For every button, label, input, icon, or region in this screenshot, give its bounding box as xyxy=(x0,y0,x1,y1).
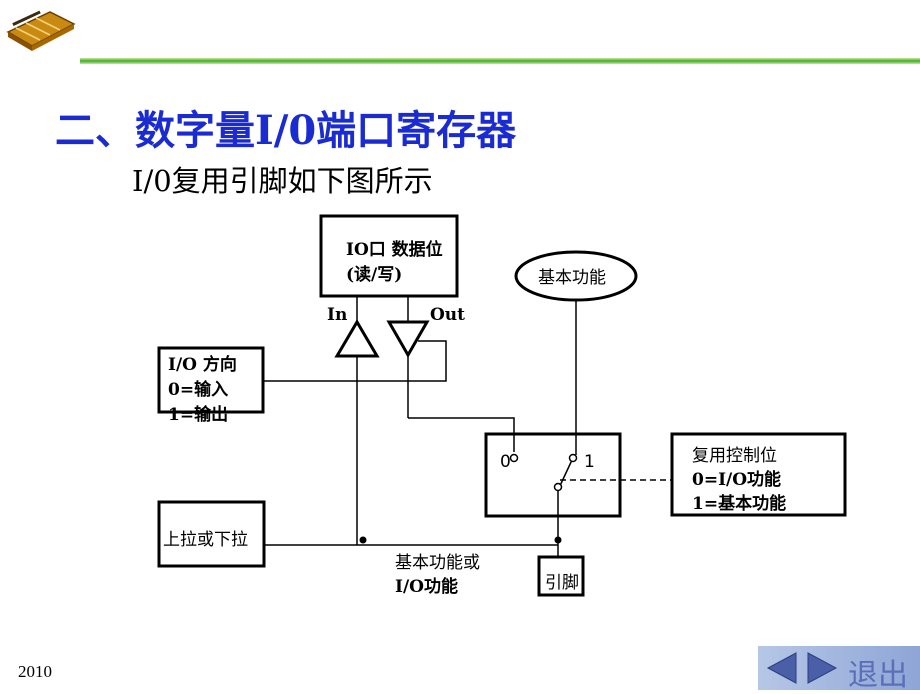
pin-box xyxy=(537,555,585,597)
io-direction-line3: 1=输出 xyxy=(168,404,228,425)
io-direction-line2: 0=输入 xyxy=(168,379,228,400)
junction-dot xyxy=(359,536,367,544)
mux-control-line1: 复用控制位 xyxy=(692,446,777,466)
out-label: Out xyxy=(430,305,465,325)
triangle-left-icon[interactable] xyxy=(764,650,800,686)
io-data-line2: (读/写) xyxy=(346,264,402,285)
pin-function-line2: I/O功能 xyxy=(395,576,458,597)
in-label: In xyxy=(327,305,347,325)
output-buffer xyxy=(386,320,430,359)
triangle-right-icon[interactable] xyxy=(804,650,840,686)
header-divider xyxy=(80,58,920,64)
pin-function-line1: 基本功能或 xyxy=(395,553,480,573)
slide-title: 二、数字量I/0端口寄存器 xyxy=(55,107,517,154)
exit-button[interactable]: 退出 xyxy=(848,658,908,693)
slide-subtitle: I/0复用引脚如下图所示 xyxy=(132,164,433,198)
io-direction-box xyxy=(157,346,265,414)
pullup-label: 上拉或下拉 xyxy=(163,530,248,550)
mux-control-box xyxy=(670,432,847,517)
pullup-box xyxy=(157,500,266,568)
wires xyxy=(263,296,672,557)
slide-nav: 退出 xyxy=(758,646,920,693)
switch-0-label: 0 xyxy=(500,452,511,472)
io-data-line1: IO口 数据位 xyxy=(346,239,443,260)
io-data-box xyxy=(319,214,459,298)
footer-year: 2010 xyxy=(18,662,52,681)
pin-label: 引脚 xyxy=(545,573,579,593)
junction-dot xyxy=(554,536,562,544)
input-buffer xyxy=(334,319,380,358)
mux-control-line2: 0=I/O功能 xyxy=(692,469,781,490)
io-direction-line1: I/O 方向 xyxy=(168,354,237,375)
switch-1-label: 1 xyxy=(584,452,595,472)
basic-function-label: 基本功能 xyxy=(538,268,606,288)
chip-logo xyxy=(6,10,76,51)
mux-control-line3: 1=基本功能 xyxy=(692,493,786,514)
mux-switch-box xyxy=(484,432,622,518)
